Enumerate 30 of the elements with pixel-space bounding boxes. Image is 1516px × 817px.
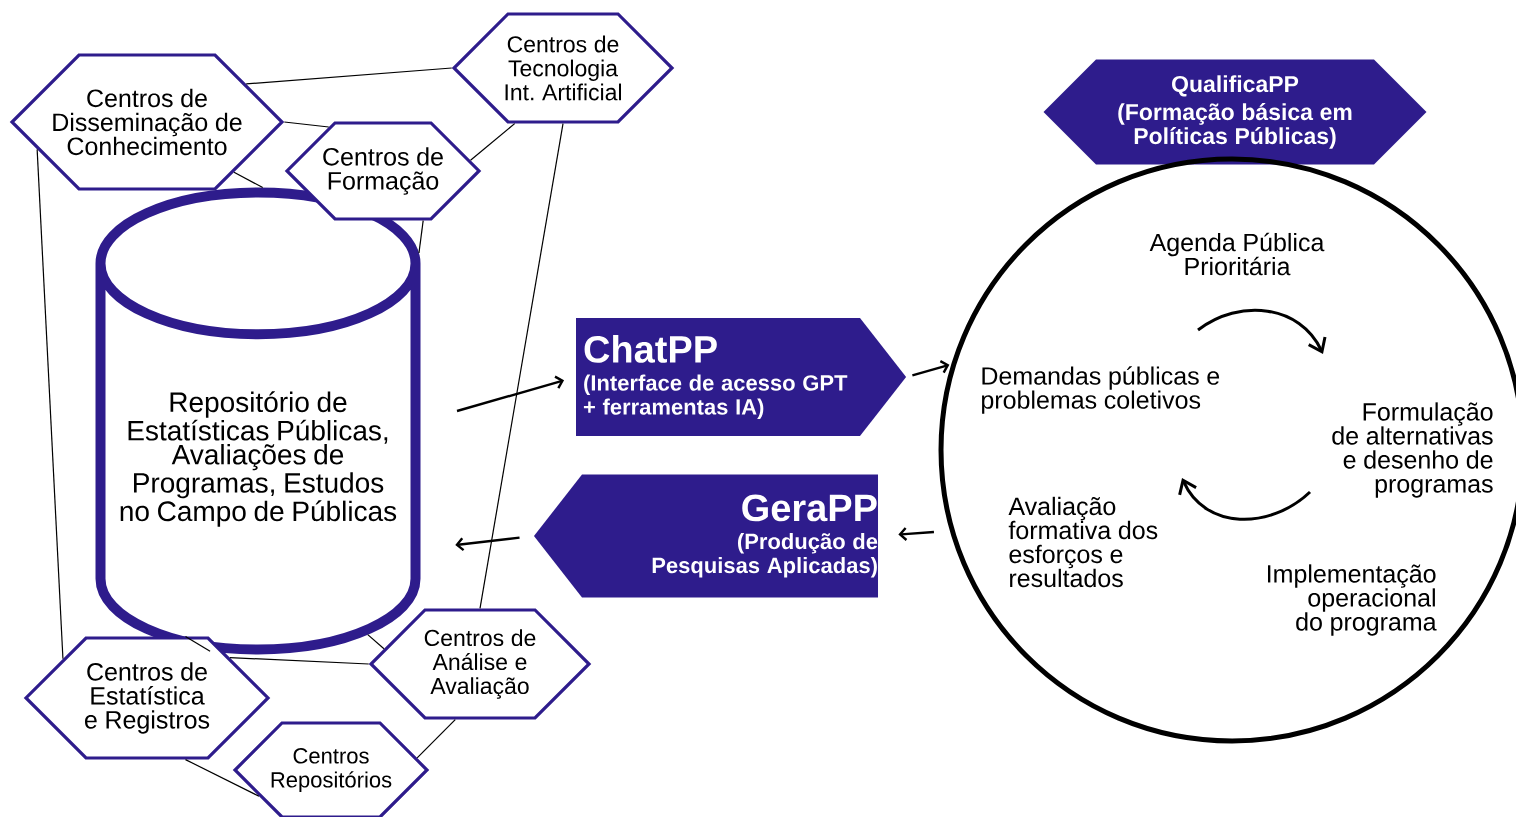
connector-line [469, 123, 516, 161]
connector-line [36, 148, 64, 660]
connector-line [245, 67, 453, 85]
stage-label: Implementação operacional do programa [1268, 564, 1437, 636]
hexagon-node: Centros de Análise e Avaliação [368, 608, 592, 720]
connector-line [283, 121, 330, 128]
connector-line [367, 634, 385, 650]
stage-label: Demandas públicas e problemas coletivos [982, 366, 1220, 414]
stage-label: Formulação de alternativas e desenho de programas [1332, 402, 1493, 498]
hexagon-node: Centros Repositórios [232, 721, 430, 817]
connector-line [229, 657, 370, 665]
arrow [456, 375, 565, 413]
connector-line [418, 220, 424, 254]
arrow [912, 360, 950, 377]
hexagon-node: Centros de Tecnologia Int. Artificial [451, 12, 675, 124]
connector-line [233, 171, 264, 189]
stage-label: Agenda Pública Prioritária [1149, 232, 1325, 276]
stage-label: Avaliação formativa dos esforços e resultados [1008, 496, 1158, 588]
hexagon-node: Centros de Formação [284, 121, 482, 221]
connector-line [184, 635, 211, 652]
arrow-banner: ChatPP (Interface de acesso GPT + ferramentas IA) [576, 318, 907, 436]
arrow [455, 536, 520, 552]
connector-line [184, 759, 260, 797]
connector-line [416, 719, 456, 759]
hexagon-banner: QualificaPP (Formação básica em Políticas Públicas) [1043, 59, 1427, 165]
connector-line [479, 123, 564, 609]
arrow [898, 527, 934, 541]
hexagon-node: Centros de Disseminação de Conhecimento [9, 53, 285, 191]
arrow-banner: GeraPP (Produção de Pesquisas Aplicadas) [533, 474, 878, 598]
hexagon-node: Centros de Estatística e Registros [23, 636, 271, 760]
